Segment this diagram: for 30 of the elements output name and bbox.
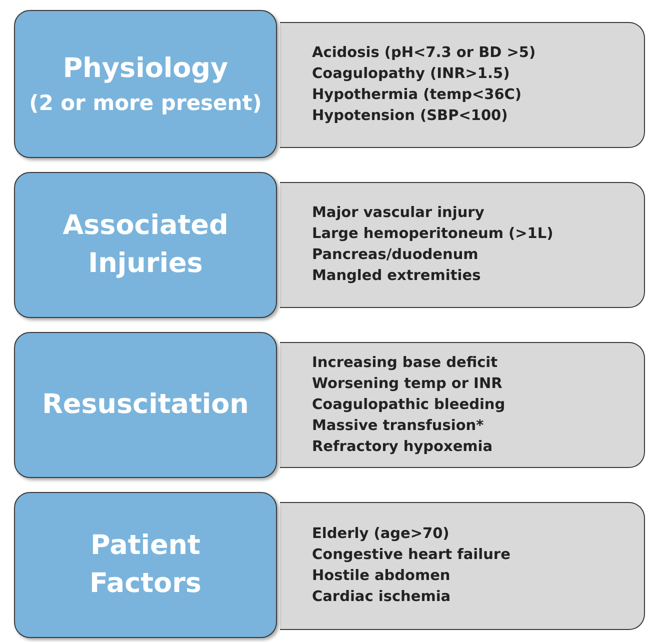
- criteria-box: [280, 342, 645, 468]
- criteria-item: Acidosis (pH<7.3 or BD >5): [312, 44, 537, 63]
- criteria-box: [280, 182, 645, 308]
- category-box: [14, 172, 277, 318]
- criteria-item: Refractory hypoxemia: [312, 438, 494, 456]
- criteria-item: Coagulopathy (INR>1.5): [312, 65, 511, 84]
- category-box: [14, 492, 277, 638]
- criteria-item: Cardiac ischemia: [312, 588, 452, 607]
- category-note: (2 or more present): [29, 90, 262, 117]
- criteria-box: [280, 22, 645, 148]
- criteria-item: Large hemoperitoneum (>1L): [312, 225, 554, 244]
- category-heading: Resuscitation: [42, 388, 249, 422]
- criteria-item: Hostile abdomen: [312, 567, 452, 586]
- category-heading: Associated Injuries: [62, 209, 230, 281]
- category-heading: Physiology: [62, 52, 228, 86]
- criteria-item: Massive transfusion*: [312, 416, 485, 436]
- category-box: [14, 10, 277, 158]
- criteria-item: Hypotension (SBP<100): [312, 107, 509, 126]
- criteria-item: Pancreas/duodenum: [312, 246, 480, 265]
- criteria-item: Hypothermia (temp<36C): [312, 86, 523, 105]
- criteria-box: [280, 502, 645, 630]
- criteria-item: Mangled extremities: [312, 267, 482, 286]
- criteria-item: Congestive heart failure: [312, 546, 512, 565]
- criteria-item: Major vascular injury: [312, 204, 486, 223]
- category-heading: Patient Factors: [88, 529, 202, 601]
- criteria-item: Worsening temp or INR: [312, 374, 504, 394]
- category-box: [14, 332, 277, 478]
- criteria-item: Coagulopathic bleeding: [312, 396, 506, 414]
- criteria-item: Elderly (age>70): [312, 525, 450, 544]
- criteria-item: Increasing base deficit: [312, 354, 499, 372]
